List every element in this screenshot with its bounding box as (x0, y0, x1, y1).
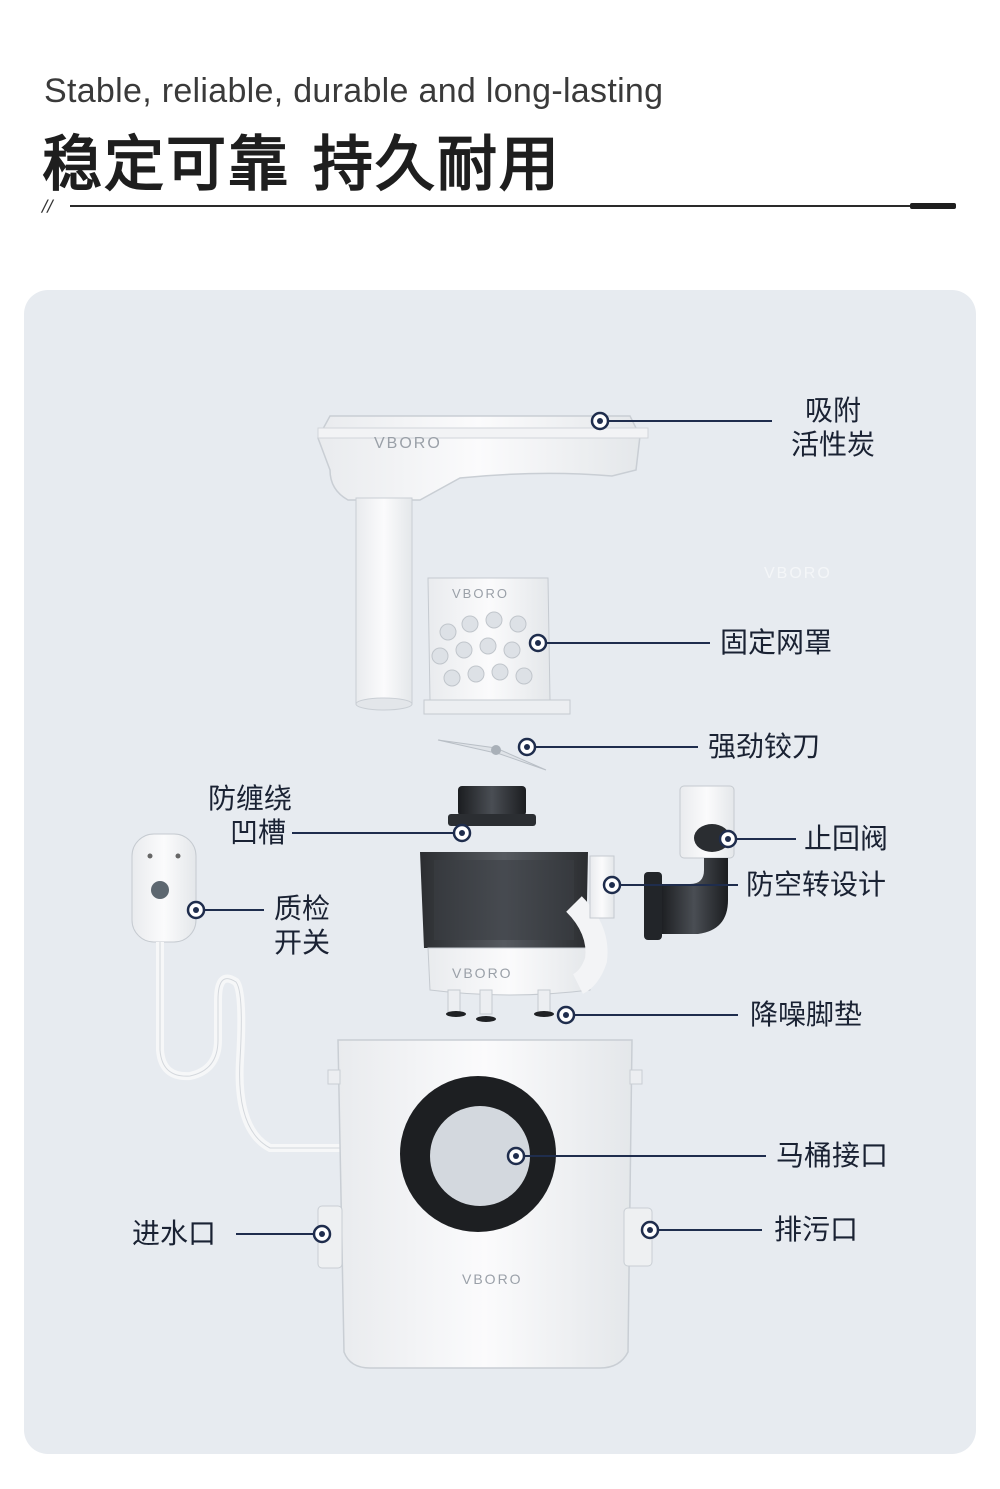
label-qc-switch-line1: 质检 (274, 892, 331, 925)
mesh-brand-text: VBORO (452, 586, 509, 601)
label-carbon-line1: 吸附 (804, 394, 861, 427)
label-qc-switch-line2: 开关 (274, 926, 331, 959)
label-noise-pad: 降噪脚垫 (750, 998, 863, 1031)
label-anti-wind-line2: 凹槽 (229, 816, 286, 849)
check-valve-part (644, 785, 735, 940)
page-subtitle: Stable, reliable, durable and long-lasti… (44, 72, 664, 110)
background-watermark: VBORO (764, 565, 832, 582)
page-title: 稳定可靠 持久耐用 (42, 130, 561, 200)
qc-switch-part (131, 833, 340, 1152)
label-outlet: 排污口 (774, 1213, 859, 1246)
carbon-lid-part: VBORO (317, 415, 649, 711)
motor-brand-text: VBORO (452, 965, 513, 981)
label-carbon-line2: 活性炭 (790, 428, 875, 461)
label-check-valve: 止回阀 (804, 822, 889, 855)
motor-pump-part: VBORO (420, 786, 615, 1022)
label-anti-dry: 防空转设计 (746, 868, 887, 901)
mesh-cover-part: VBORO (423, 577, 571, 715)
label-blade: 强劲铰刀 (708, 730, 821, 763)
label-qc-switch: 质检 开关 (274, 892, 338, 960)
label-inlet: 进水口 (132, 1217, 217, 1250)
lid-brand-text: VBORO (374, 435, 442, 452)
cutter-blade-part (437, 739, 547, 771)
tank-brand-text: VBORO (462, 1271, 523, 1287)
title-slash-mark: // (42, 196, 53, 215)
label-anti-wind-line1: 防缠绕 (207, 782, 292, 815)
title-divider (70, 205, 956, 207)
label-anti-wind: 防缠绕 凹槽 (200, 782, 300, 850)
label-mesh-cover: 固定网罩 (720, 626, 833, 659)
label-toilet-port: 马桶接口 (776, 1139, 889, 1172)
tank-body-part: VBORO (317, 1039, 653, 1369)
title-divider-accent (910, 203, 956, 209)
label-carbon: 吸附 活性炭 (786, 394, 880, 462)
